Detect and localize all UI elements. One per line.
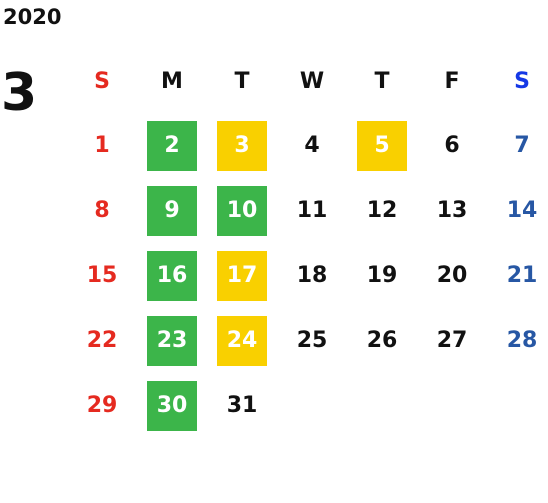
day-cell: 15 bbox=[67, 243, 137, 308]
day-number: 5 bbox=[357, 120, 407, 171]
day-cell: 19 bbox=[347, 243, 417, 308]
day-number: 9 bbox=[147, 185, 197, 236]
day-cell: 12 bbox=[347, 178, 417, 243]
day-cell: 24 bbox=[207, 308, 277, 373]
day-number: 4 bbox=[304, 133, 320, 158]
empty-cell bbox=[277, 373, 347, 438]
day-cell: 22 bbox=[67, 308, 137, 373]
day-cell: 7 bbox=[487, 113, 548, 178]
day-cell: 4 bbox=[277, 113, 347, 178]
day-number: 22 bbox=[86, 328, 118, 353]
day-number: 28 bbox=[506, 328, 538, 353]
month-number: 3 bbox=[1, 63, 38, 123]
empty-cell bbox=[487, 373, 548, 438]
day-number: 10 bbox=[217, 185, 267, 236]
day-number: 18 bbox=[296, 263, 328, 288]
day-cell: 11 bbox=[277, 178, 347, 243]
day-cell: 17 bbox=[207, 243, 277, 308]
day-number: 31 bbox=[226, 393, 258, 418]
day-number: 1 bbox=[94, 133, 110, 158]
weekday-header-sun: S bbox=[94, 68, 110, 94]
day-number: 30 bbox=[147, 380, 197, 431]
empty-cell bbox=[347, 373, 417, 438]
day-number: 21 bbox=[506, 263, 538, 288]
day-cell: 2 bbox=[137, 113, 207, 178]
weekday-header-mon: M bbox=[161, 68, 183, 94]
day-number: 7 bbox=[514, 133, 530, 158]
day-number: 14 bbox=[506, 198, 538, 223]
day-cell: 21 bbox=[487, 243, 548, 308]
day-number: 3 bbox=[217, 120, 267, 171]
day-cell: 29 bbox=[67, 373, 137, 438]
day-cell: 31 bbox=[207, 373, 277, 438]
empty-cell bbox=[417, 373, 487, 438]
weekday-header-tue: T bbox=[234, 68, 250, 94]
day-number: 27 bbox=[436, 328, 468, 353]
day-number: 11 bbox=[296, 198, 328, 223]
day-number: 19 bbox=[366, 263, 398, 288]
year-label: 2020 bbox=[3, 5, 62, 29]
day-cell: 20 bbox=[417, 243, 487, 308]
day-cell: 1 bbox=[67, 113, 137, 178]
day-number: 24 bbox=[217, 315, 267, 366]
day-cell: 10 bbox=[207, 178, 277, 243]
day-number: 25 bbox=[296, 328, 328, 353]
weekday-header-thu: T bbox=[374, 68, 390, 94]
day-cell: 26 bbox=[347, 308, 417, 373]
day-cell: 9 bbox=[137, 178, 207, 243]
day-number: 17 bbox=[217, 250, 267, 301]
day-cell: 27 bbox=[417, 308, 487, 373]
day-cell: 18 bbox=[277, 243, 347, 308]
weekday-header-fri: F bbox=[444, 68, 460, 94]
day-number: 23 bbox=[147, 315, 197, 366]
day-cell: 8 bbox=[67, 178, 137, 243]
weekday-header-wed: W bbox=[299, 68, 325, 94]
day-number: 29 bbox=[86, 393, 118, 418]
day-cell: 6 bbox=[417, 113, 487, 178]
day-number: 13 bbox=[436, 198, 468, 223]
day-number: 6 bbox=[444, 133, 460, 158]
day-cell: 23 bbox=[137, 308, 207, 373]
day-number: 8 bbox=[94, 198, 110, 223]
day-cell: 5 bbox=[347, 113, 417, 178]
day-number: 2 bbox=[147, 120, 197, 171]
weekday-header-sat: S bbox=[514, 68, 530, 94]
calendar-grid: S M T W T F S 1 2 3 4 5 6 7 8 9 10 11 12… bbox=[67, 49, 548, 438]
day-cell: 16 bbox=[137, 243, 207, 308]
day-number: 16 bbox=[147, 250, 197, 301]
day-number: 20 bbox=[436, 263, 468, 288]
day-cell: 14 bbox=[487, 178, 548, 243]
day-number: 15 bbox=[86, 263, 118, 288]
day-cell: 28 bbox=[487, 308, 548, 373]
day-number: 12 bbox=[366, 198, 398, 223]
day-cell: 30 bbox=[137, 373, 207, 438]
day-cell: 3 bbox=[207, 113, 277, 178]
day-number: 26 bbox=[366, 328, 398, 353]
day-cell: 25 bbox=[277, 308, 347, 373]
day-cell: 13 bbox=[417, 178, 487, 243]
